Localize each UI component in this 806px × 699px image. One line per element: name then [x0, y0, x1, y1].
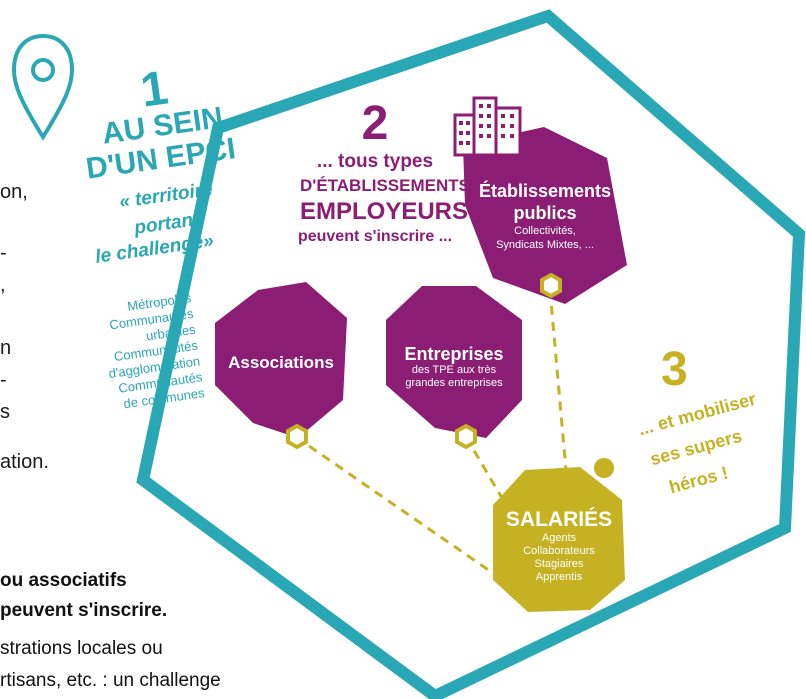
step2-number: 2: [361, 97, 389, 150]
node-hexagons: [286, 272, 562, 450]
etablissements-title: Établissements: [478, 181, 612, 201]
step2-line2: D'ÉTABLISSEMENTS: [300, 176, 470, 195]
etablissements-title: publics: [513, 203, 577, 223]
salaries-item: Apprentis: [535, 571, 583, 583]
etablissements-sub: Syndicats Mixtes, ...: [496, 239, 594, 251]
left-text-fragment: ,: [0, 274, 6, 296]
entreprises-label: Entreprises des TPE aux très grandes ent…: [386, 344, 522, 390]
step2-line1: ... tous types: [316, 151, 434, 172]
step2-line4: peuvent s'inscrire ...: [297, 228, 453, 245]
territory-hexagon-outline: [136, 9, 806, 699]
left-text-fragment: s: [0, 401, 10, 423]
etablissements-sub: Collectivités,: [514, 225, 576, 237]
step1-epci-types: Métropoles Communautés urbaines Communau…: [81, 290, 206, 416]
left-text-fragment: -: [0, 242, 7, 264]
left-text-fragment: n: [0, 337, 12, 359]
left-text-fragment: -: [0, 369, 7, 391]
left-bold-line: ou associatifs: [0, 570, 127, 591]
left-text-fragment: on,: [0, 181, 28, 203]
etablissements-label: Établissements publics Collectivités, Sy…: [470, 180, 620, 252]
hexagon-etablissements: [463, 127, 627, 304]
hexagon-entreprises: [386, 286, 522, 438]
salaries-item: Collaborateurs: [523, 545, 595, 557]
hexagon-salaries: [493, 467, 625, 612]
left-text-fragment: ation.: [0, 451, 49, 473]
left-text-line: rtisans, etc. : un challenge: [0, 670, 221, 691]
hexagon-associations: [215, 282, 347, 438]
salaries-label: SALARIÉS Agents Collaborateurs Stagiaire…: [493, 508, 625, 584]
left-bold-line: peuvent s'inscrire.: [0, 600, 168, 621]
step2-block: 2 ... tous types D'ÉTABLISSEMENTS EMPLOY…: [298, 97, 470, 248]
salaries-item: Agents: [541, 532, 577, 544]
location-pin-icon: [11, 33, 75, 141]
buildings-icon: [453, 96, 522, 157]
entreprises-title: Entreprises: [404, 344, 504, 364]
coin-icon: [580, 458, 614, 490]
associations-title: Associations: [228, 353, 334, 372]
step2-line3: EMPLOYEURS: [300, 198, 469, 225]
entreprises-sub: grandes entreprises: [405, 377, 503, 389]
left-text-line: strations locales ou: [0, 638, 163, 659]
salaries-title: SALARIÉS: [505, 508, 613, 531]
salaries-item: Stagiaires: [534, 558, 584, 570]
step3-number: 3: [661, 343, 688, 396]
entreprises-sub: des TPE aux très: [411, 364, 497, 376]
